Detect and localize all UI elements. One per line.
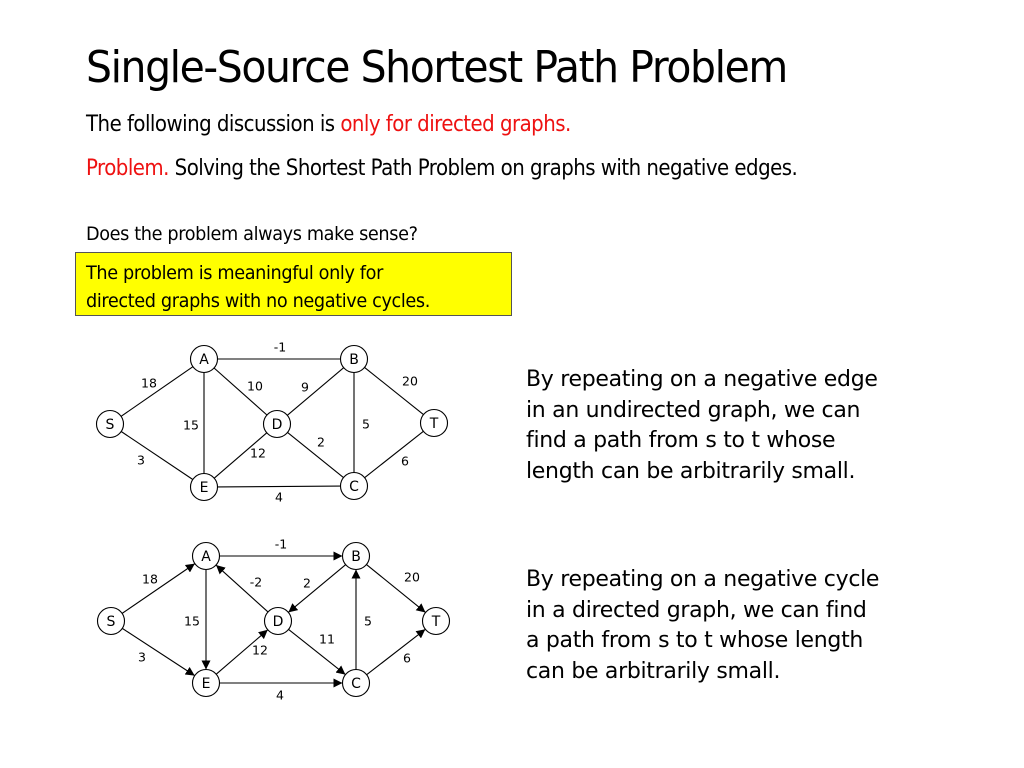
problem-line: Problem. Solving the Shortest Path Probl… [86,156,798,181]
note-line: in a directed graph, we can find [526,597,867,623]
problem-text: Solving the Shortest Path Problem on gra… [168,156,798,181]
edge-B-D [288,564,346,613]
edge-D-A [215,564,269,613]
node-B [339,344,369,374]
node-label: E [202,676,211,692]
edge-D-C [288,628,346,676]
node-S [96,606,126,636]
node-label: D [272,417,283,433]
edge-weight-label: 18 [141,376,157,391]
node-C [339,471,369,501]
edge-weight-label: -1 [275,537,287,552]
node-label: S [107,614,116,630]
node-label: E [200,480,209,496]
edge-weight-label: 15 [184,614,200,629]
node-A [189,344,219,374]
node-label: C [349,479,359,495]
node-D [263,606,293,636]
note-line: a path from s to t whose length [526,628,864,653]
node-label: B [349,352,359,368]
slide-title: Single-Source Shortest Path Problem [86,42,788,93]
node-T [419,408,449,438]
directed-note: By repeating on a negative cycle in a di… [526,565,879,687]
edge-D-B [286,367,345,416]
intro-line: The following discussion is only for dir… [86,112,571,137]
node-T [421,606,451,636]
note-line: in an undirected graph, we can [526,397,861,423]
edge-D-C [287,432,344,478]
node-label: B [351,549,361,565]
node-C [341,668,371,698]
edge-weight-label: 5 [362,417,370,432]
node-A [191,541,221,571]
edge-weight-label: -1 [274,340,286,355]
edge-S-E [122,627,195,677]
edge-C-T [364,430,424,479]
edge-weight-label: 4 [276,688,284,703]
node-E [189,472,219,502]
edge-E-C [217,485,341,488]
edge-B-T [366,564,426,613]
node-label: A [199,352,209,368]
edge-C-T [366,628,426,676]
edge-weight-label: 6 [403,651,411,666]
edge-weight-label: 5 [364,614,372,629]
node-label: S [106,417,115,433]
undirected-graph: 18 3 -1 15 10 9 5 20 12 2 6 4 S A B D T E C [95,340,449,505]
edge-S-A [120,366,194,417]
edge-weight-label: 18 [142,572,158,587]
directed-graph: 18 3 -1 15 -2 2 5 20 12 11 6 4 S A B D T E C [96,537,451,703]
edge-weight-label: 9 [301,380,309,395]
edge-weight-label: 2 [303,576,311,591]
edge-S-E [120,431,194,480]
edge-B-T [364,367,424,415]
callout-box: The problem is meaningful only for direc… [75,252,512,316]
edge-weight-label: 3 [137,453,145,468]
callout-text: The problem is meaningful only for direc… [86,259,430,315]
note-line: can be arbitrarily small. [526,658,781,684]
note-line: By repeating on a negative cycle [526,567,880,592]
node-D [262,409,292,439]
edge-weight-label: 10 [247,379,263,394]
node-B [341,541,371,571]
edge-weight-label: 12 [252,643,268,658]
edge-weight-label: 6 [401,454,409,469]
node-S [95,409,125,439]
edge-weight-label: 20 [404,570,420,585]
note-line: find a path from s to t whose [526,428,836,453]
node-label: C [351,676,361,692]
edge-weight-label: -2 [250,575,262,590]
problem-label: Problem. [86,156,169,181]
note-line: By repeating on a negative edge [526,367,878,392]
node-label: D [273,614,284,630]
node-label: T [431,614,441,630]
node-label: T [429,416,439,432]
edge-weight-label: 20 [402,374,418,389]
edge-weight-label: 11 [319,632,335,647]
edge-A-D [213,367,268,416]
node-label: A [201,549,211,565]
edge-weight-label: 12 [250,446,266,461]
callout-line-1: The problem is meaningful only for [86,262,383,284]
edge-weight-label: 3 [138,650,146,665]
edge-weight-label: 15 [183,418,199,433]
intro-highlight: only for directed graphs. [340,112,571,137]
edge-E-D [215,629,269,675]
note-line: length can be arbitrarily small. [526,458,856,484]
edge-S-A [121,563,196,614]
edge-weight-label: 4 [275,490,283,505]
node-E [191,668,221,698]
undirected-note: By repeating on a negative edge in an un… [526,365,878,487]
intro-text: The following discussion is [86,112,341,137]
callout-line-2: directed graphs with no negative cycles. [86,290,431,312]
edge-E-D [213,432,268,479]
edge-weight-label: 2 [317,435,325,450]
question-text: Does the problem always make sense? [86,223,418,245]
